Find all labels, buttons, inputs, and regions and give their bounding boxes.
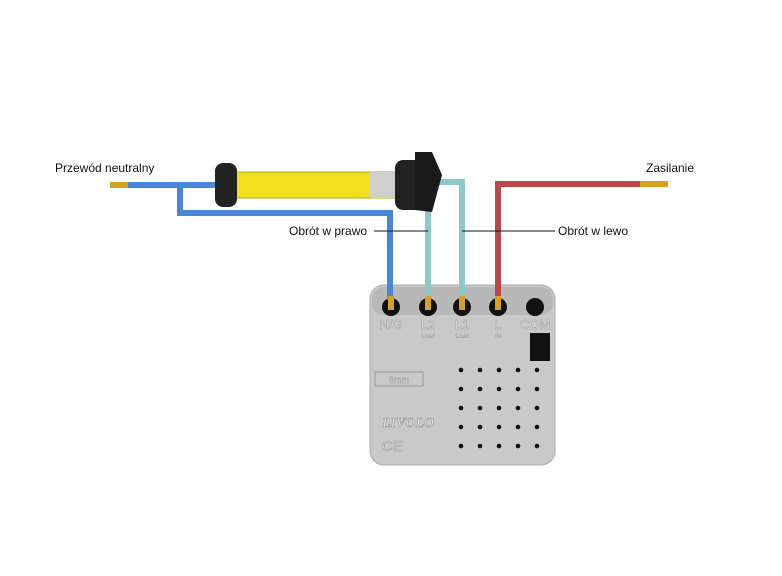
l2-sublabel: Load [421, 334, 434, 340]
vent-dot [534, 405, 540, 411]
neutral-wire-label: Przewód neutralny [55, 161, 155, 175]
vent-dot [477, 367, 483, 373]
vent-dot [458, 386, 464, 392]
terminal-label-ng: N/G [379, 317, 402, 332]
tubular-motor [215, 152, 442, 212]
power-wire-tip [640, 181, 668, 187]
power-wire [495, 181, 640, 300]
vent-dot [515, 386, 521, 392]
vent-dot [534, 367, 540, 373]
vent-dot [534, 424, 540, 430]
l-sublabel: IN [495, 334, 501, 340]
livolo-module [369, 284, 556, 466]
vent-dot [534, 443, 540, 449]
brand-logo: LIVOLO [381, 416, 434, 431]
vent-dot [477, 443, 483, 449]
vent-dot [496, 424, 502, 430]
strip-gauge-label: 8mm [389, 375, 409, 385]
vent-dot [515, 424, 521, 430]
terminal-label-com: COM [520, 317, 550, 332]
left-wire [430, 179, 465, 300]
vent-dot [496, 367, 502, 373]
vent-dot [458, 405, 464, 411]
terminal-label-l: L [494, 317, 501, 332]
vent-dot [515, 443, 521, 449]
rotate-left-label: Obrót w lewo [558, 224, 629, 238]
vent-dot [515, 367, 521, 373]
vent-dot [534, 386, 540, 392]
vent-dot [496, 443, 502, 449]
vent-dot [477, 386, 483, 392]
power-label: Zasilanie [646, 161, 695, 175]
vent-dot [515, 405, 521, 411]
vent-dot [477, 405, 483, 411]
vent-dot [458, 443, 464, 449]
neutral-wire-tip [110, 182, 128, 188]
com-button [530, 333, 550, 361]
vent-dot [496, 405, 502, 411]
ce-mark: CE [382, 438, 403, 455]
vent-dots [458, 367, 540, 449]
l1-sublabel: Load [455, 334, 468, 340]
vent-dot [458, 367, 464, 373]
terminal-label-l1: L1 [455, 317, 469, 332]
rotate-right-label: Obrót w prawo [289, 224, 368, 238]
neutral-wire [125, 182, 393, 300]
vent-dot [496, 386, 502, 392]
vent-dot [477, 424, 483, 430]
vent-dot [458, 424, 464, 430]
terminal-label-l2: L2 [421, 317, 435, 332]
